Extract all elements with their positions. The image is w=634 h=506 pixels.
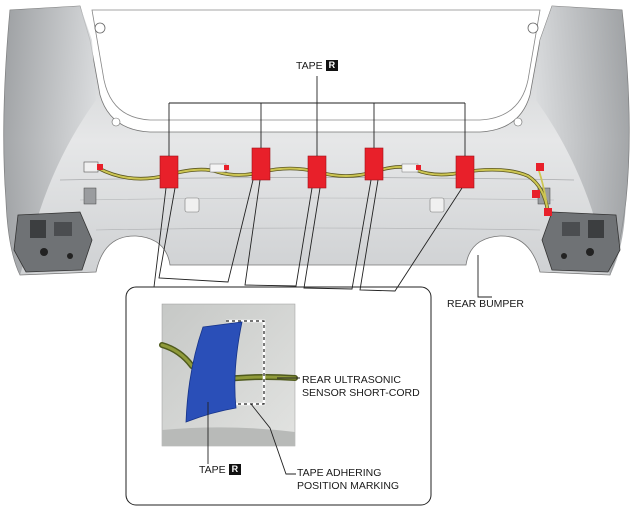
- tape-top-text: TAPE: [296, 60, 323, 72]
- rear-bumper-leader: [477, 255, 492, 298]
- marking-label: TAPE ADHERING POSITION MARKING: [297, 467, 399, 493]
- sensor-cord-label: REAR ULTRASONIC SENSOR SHORT-CORD: [302, 374, 420, 400]
- rear-bumper-text: REAR BUMPER: [447, 298, 525, 310]
- detail-leader-lines: [207, 377, 300, 475]
- rear-bumper-label: REAR BUMPER: [447, 298, 524, 311]
- tape-1: [159, 155, 179, 189]
- tape-4: [364, 147, 384, 181]
- tape-top-code-badge: R: [325, 60, 339, 71]
- marking-line2: POSITION MARKING: [297, 480, 400, 492]
- marking-line1: TAPE ADHERING: [297, 467, 382, 479]
- tape-markers: [159, 147, 475, 189]
- tape-5: [455, 155, 475, 189]
- blue-tape: [185, 321, 243, 423]
- tape-3: [307, 155, 327, 189]
- tape-2: [251, 147, 271, 181]
- tape-detail-text: TAPE: [199, 464, 226, 476]
- tape-leader-lines: [168, 76, 466, 156]
- rear-bumper: [3, 5, 630, 276]
- tape-detail-code-badge: R: [228, 464, 242, 475]
- zoom-lines: [153, 179, 463, 292]
- ultrasonic-sensor-harness: [83, 161, 552, 216]
- sensor-cord-line2: SENSOR SHORT-CORD: [302, 387, 420, 399]
- detail-photo: [159, 303, 298, 447]
- sensor-cord-line1: REAR ULTRASONIC: [302, 374, 401, 386]
